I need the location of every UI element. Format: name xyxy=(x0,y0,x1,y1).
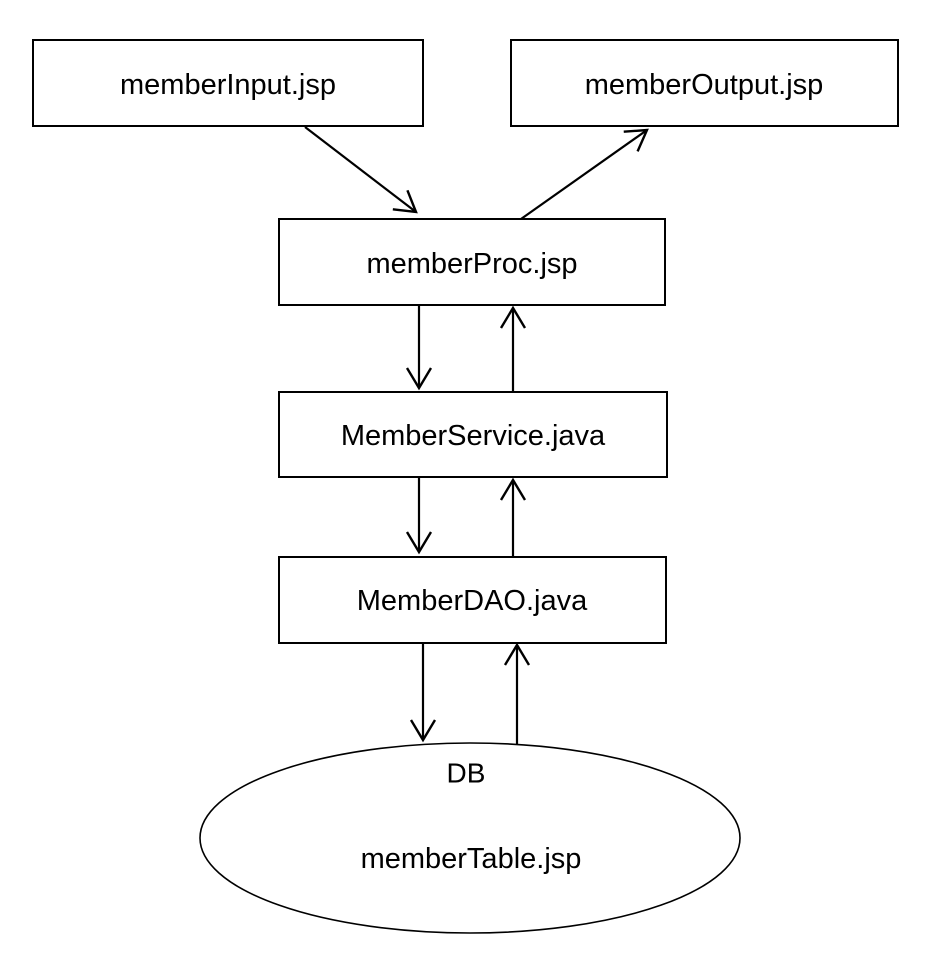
member-input-box xyxy=(32,39,424,127)
member-input-label: memberInput.jsp xyxy=(120,69,336,101)
member-service-label: MemberService.java xyxy=(341,420,606,452)
member-output-label: memberOutput.jsp xyxy=(585,69,824,101)
node-member-dao: MemberDAO.java xyxy=(278,556,667,644)
db-ellipse xyxy=(199,742,741,934)
member-dao-label: MemberDAO.java xyxy=(357,585,588,617)
member-dao-box xyxy=(278,556,667,644)
member-proc-box xyxy=(278,218,666,306)
node-member-output: memberOutput.jsp xyxy=(510,39,899,127)
node-db: DB memberTable.jsp xyxy=(199,742,741,934)
node-member-service: MemberService.java xyxy=(278,391,668,478)
node-member-input: memberInput.jsp xyxy=(32,39,424,127)
arrow-member-input-to-member-proc xyxy=(304,126,418,214)
db-label: DB xyxy=(447,758,486,789)
db-sublabel: memberTable.jsp xyxy=(361,843,582,875)
arrow-member-proc-to-member-output xyxy=(520,128,649,220)
member-service-box xyxy=(278,391,668,478)
member-proc-label: memberProc.jsp xyxy=(366,248,577,280)
node-member-proc: memberProc.jsp xyxy=(278,218,666,306)
member-output-box xyxy=(510,39,899,127)
